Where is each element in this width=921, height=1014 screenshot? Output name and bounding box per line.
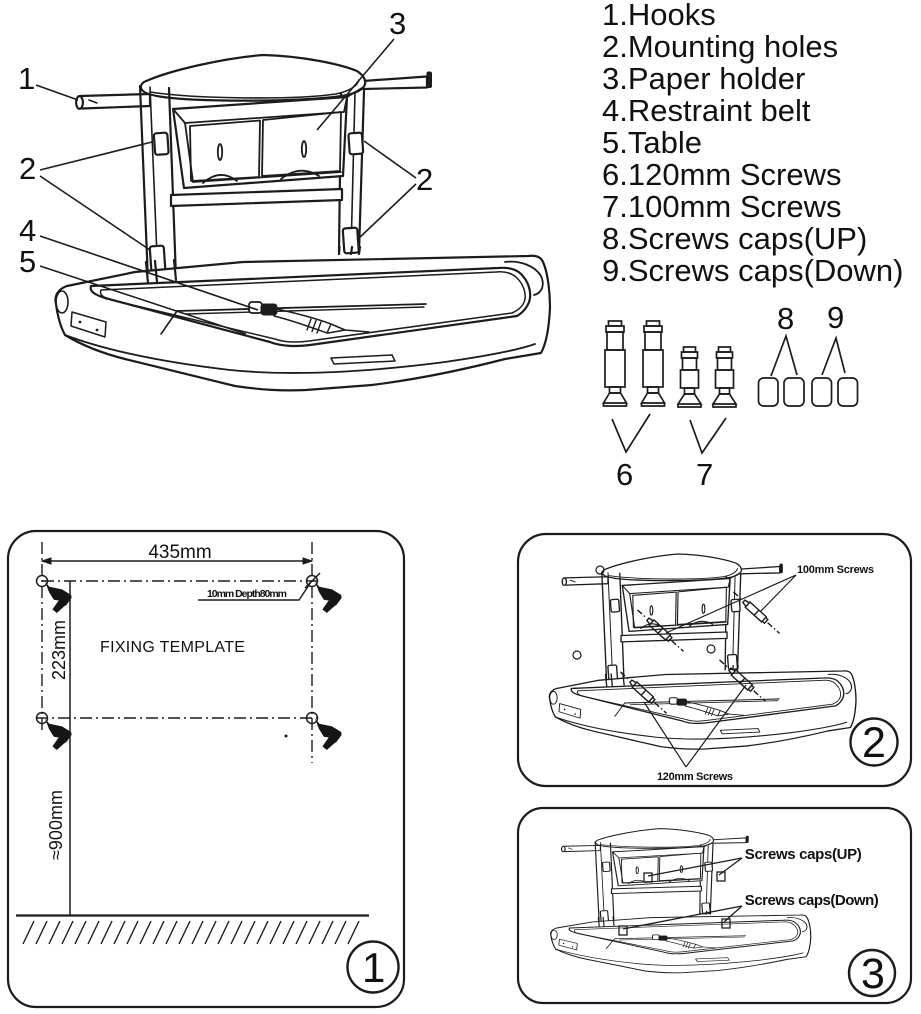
svg-text:FIXING TEMPLATE: FIXING TEMPLATE	[100, 639, 245, 656]
svg-text:≈900mm: ≈900mm	[46, 790, 66, 860]
svg-text:120mm Screws: 120mm Screws	[657, 771, 733, 783]
svg-text:3.Paper holder: 3.Paper holder	[602, 61, 805, 96]
svg-text:5.Table: 5.Table	[602, 125, 702, 160]
svg-text:9: 9	[827, 300, 844, 335]
svg-text:2: 2	[862, 719, 886, 767]
svg-text:435mm: 435mm	[148, 542, 211, 563]
svg-text:3: 3	[861, 950, 885, 998]
svg-text:2: 2	[416, 162, 433, 197]
svg-text:9.Screws caps(Down): 9.Screws caps(Down)	[602, 253, 903, 288]
svg-text:4.Restraint belt: 4.Restraint belt	[602, 93, 811, 128]
svg-text:1: 1	[362, 944, 385, 991]
svg-text:Screws caps(Down): Screws caps(Down)	[745, 892, 879, 909]
svg-text:2: 2	[19, 151, 36, 186]
svg-text:223mm: 223mm	[49, 620, 69, 680]
svg-text:7: 7	[696, 457, 713, 492]
svg-text:8: 8	[777, 301, 794, 336]
svg-text:1.Hooks: 1.Hooks	[602, 0, 716, 32]
svg-text:100mm Screws: 100mm Screws	[797, 564, 874, 576]
svg-text:5: 5	[19, 244, 36, 279]
svg-text:2.Mounting holes: 2.Mounting holes	[602, 29, 838, 64]
svg-text:6.120mm Screws: 6.120mm Screws	[602, 157, 841, 192]
svg-text:1: 1	[18, 61, 35, 96]
svg-text:10mm Depth80mm: 10mm Depth80mm	[207, 588, 287, 600]
svg-text:4: 4	[19, 213, 36, 248]
svg-text:7.100mm Screws: 7.100mm Screws	[602, 189, 841, 224]
svg-text:3: 3	[389, 6, 406, 41]
svg-text:Screws caps(UP): Screws caps(UP)	[745, 846, 862, 863]
svg-text:6: 6	[616, 457, 633, 492]
svg-text:8.Screws caps(UP): 8.Screws caps(UP)	[602, 221, 867, 256]
